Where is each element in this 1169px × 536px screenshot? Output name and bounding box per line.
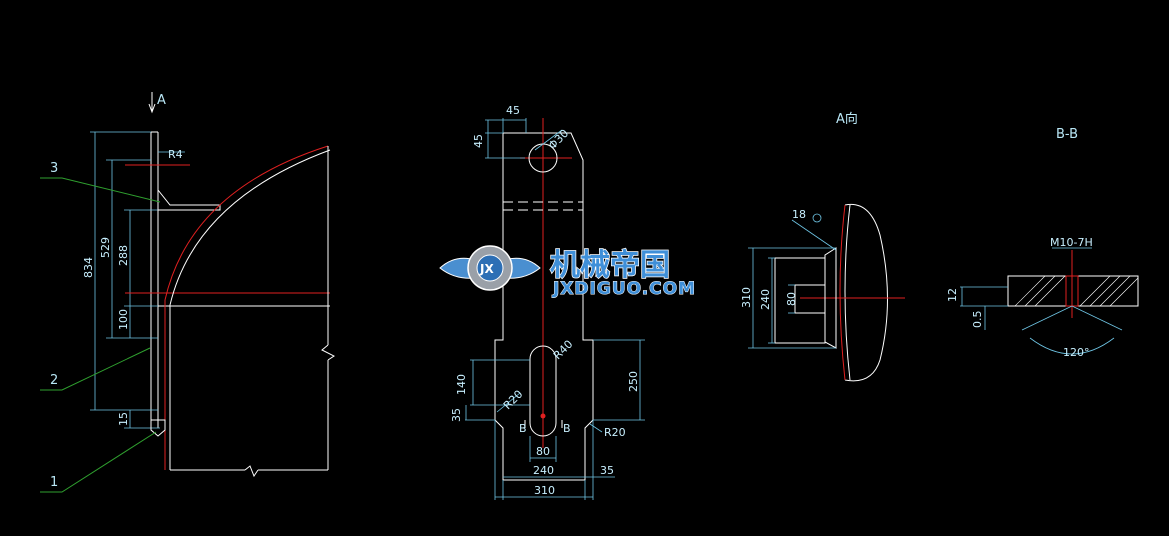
view-a-label: A向 bbox=[836, 111, 858, 127]
dim-834: 834 bbox=[82, 257, 95, 278]
section-a-label: A bbox=[157, 93, 166, 108]
part-number-1: 1 bbox=[50, 475, 58, 490]
dim-r40: R40 bbox=[551, 338, 575, 362]
section-mark-b-left: B bbox=[519, 422, 527, 435]
dim-80: 80 bbox=[536, 445, 550, 458]
dim-r20-right: R20 bbox=[604, 426, 626, 439]
dim-45-side: 45 bbox=[472, 134, 485, 148]
dim-r4: R4 bbox=[168, 148, 183, 161]
watermark-cn: 机械帝国 bbox=[550, 248, 670, 283]
dim-bb-angle: 120° bbox=[1063, 346, 1090, 359]
left-side-view: A R4 bbox=[40, 92, 335, 493]
part-number-2: 2 bbox=[50, 373, 58, 388]
dim-140: 140 bbox=[455, 374, 468, 395]
dim-a-18: 18 bbox=[792, 208, 806, 221]
dim-bb-05: 0.5 bbox=[971, 311, 984, 329]
dim-bb-12: 12 bbox=[946, 288, 959, 302]
dim-529: 529 bbox=[99, 237, 112, 258]
dim-35: 35 bbox=[450, 408, 463, 422]
dim-phi30: Φ30 bbox=[546, 127, 571, 152]
bb-section-view: B-B M10-7H 12 0.5 120° bbox=[946, 127, 1139, 359]
watermark-logo: JX 机械帝国 JXDIGUO.COM bbox=[439, 245, 696, 300]
dim-100: 100 bbox=[117, 309, 130, 330]
section-bb-label: B-B bbox=[1056, 127, 1078, 142]
dim-r20-left: R20 bbox=[501, 388, 525, 412]
dim-240: 240 bbox=[533, 464, 554, 477]
dim-35-bottom: 35 bbox=[600, 464, 614, 477]
dim-a-80: 80 bbox=[785, 292, 798, 306]
watermark-en: JXDIGUO.COM bbox=[552, 279, 696, 299]
dim-a-240: 240 bbox=[759, 289, 772, 310]
section-mark-b-right: B bbox=[563, 422, 571, 435]
dim-a-310: 310 bbox=[740, 287, 753, 308]
middle-front-view: Φ30 45 45 R40 140 35 250 R20 R20 B bbox=[450, 104, 645, 500]
thread-label: M10-7H bbox=[1050, 236, 1093, 249]
a-direction-view: A向 310 240 80 18 bbox=[740, 111, 905, 382]
dim-288: 288 bbox=[117, 245, 130, 266]
dim-310: 310 bbox=[534, 484, 555, 497]
part-number-3: 3 bbox=[50, 161, 58, 176]
watermark-badge: JX bbox=[479, 262, 494, 276]
dim-45-top: 45 bbox=[506, 104, 520, 117]
dim-15: 15 bbox=[117, 412, 130, 426]
dim-250: 250 bbox=[627, 371, 640, 392]
